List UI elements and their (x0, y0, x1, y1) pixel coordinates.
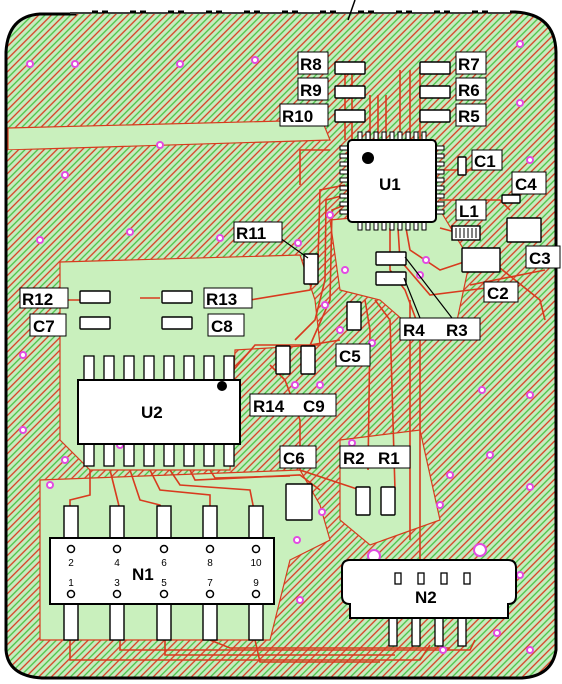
label-c9: C9 (303, 397, 325, 416)
l1-coil-hatch (455, 228, 477, 238)
r11-footprint (303, 253, 319, 285)
n1-pin-numbers: 2 4 6 8 10 1 3 5 7 9 (68, 558, 262, 589)
r2-footprint (355, 486, 371, 516)
label-r14: R14 (253, 397, 285, 416)
smd-parts (79, 61, 542, 521)
r1-footprint (380, 486, 396, 516)
n1-pin-2: 2 (68, 558, 74, 569)
c6-footprint (285, 483, 313, 521)
r9-footprint (334, 85, 366, 99)
u1-chip (339, 131, 445, 231)
label-r13: R13 (206, 290, 237, 309)
n1-pin-8: 8 (207, 558, 213, 569)
r6-footprint (419, 85, 451, 99)
u2-chip (77, 355, 241, 467)
label-u1: U1 (379, 175, 401, 194)
pointer-line (347, 0, 356, 21)
r8-footprint (334, 61, 366, 75)
n1-pin-7: 7 (207, 578, 213, 589)
n2-connector (341, 559, 517, 647)
label-c3: C3 (529, 249, 551, 268)
n1-pin-4: 4 (114, 558, 120, 569)
label-r9: R9 (300, 81, 322, 100)
label-r5: R5 (458, 107, 480, 126)
n1-pin-3: 3 (114, 578, 120, 589)
c3-footprint (506, 217, 542, 243)
c8-footprint (161, 316, 193, 330)
label-c4: C4 (515, 175, 537, 194)
label-l1: L1 (459, 202, 479, 221)
label-r3: R3 (446, 321, 468, 340)
l1-footprint (451, 225, 481, 241)
c2-footprint (461, 247, 501, 273)
c9-footprint (300, 345, 316, 375)
label-boxes (19, 51, 561, 469)
r5-footprint (419, 109, 451, 123)
r7-footprint (419, 61, 451, 75)
label-r11: R11 (236, 224, 266, 243)
n1-pin-10: 10 (250, 558, 262, 569)
label-r8: R8 (300, 55, 322, 74)
r10-footprint (334, 109, 366, 123)
n1-pin-1: 1 (68, 578, 74, 589)
label-r2: R2 (343, 449, 365, 468)
label-r6: R6 (458, 81, 480, 100)
label-c7: C7 (33, 317, 55, 336)
r13-footprint (161, 290, 193, 304)
c5-footprint (346, 301, 362, 331)
r4-footprint (375, 251, 407, 266)
n1-pin-5: 5 (161, 578, 167, 589)
label-r7: R7 (458, 55, 480, 74)
r3-leader (403, 277, 421, 319)
label-r12: R12 (22, 290, 53, 309)
label-c1: C1 (474, 152, 496, 171)
n1-connector (49, 505, 275, 641)
u1-pin1-marker (362, 152, 374, 164)
n1-pin-9: 9 (253, 578, 259, 589)
r4-leader (404, 256, 453, 319)
r11-leader (279, 237, 309, 259)
u2-pin1-marker (217, 381, 227, 391)
label-n1: N1 (132, 565, 154, 584)
label-r1: R1 (378, 449, 400, 468)
label-u2: U2 (141, 403, 163, 422)
r14-footprint (275, 345, 291, 375)
label-n2: N2 (415, 588, 437, 607)
c1-footprint (457, 156, 467, 176)
label-r10: R10 (282, 107, 313, 126)
label-c6: C6 (283, 449, 305, 468)
label-r4: R4 (403, 321, 425, 340)
c7-footprint (79, 316, 111, 330)
label-c2: C2 (487, 284, 509, 303)
label-c5: C5 (339, 347, 361, 366)
label-c8: C8 (211, 317, 233, 336)
c4-footprint (501, 194, 521, 204)
n1-pin-6: 6 (161, 558, 167, 569)
r12-footprint (79, 290, 111, 304)
part-labels: R8 R9 R10 R7 R6 R5 C1 C4 L1 C3 C2 U1 R11… (22, 55, 551, 607)
routing-traces (20, 70, 546, 663)
r3-footprint (375, 271, 407, 286)
